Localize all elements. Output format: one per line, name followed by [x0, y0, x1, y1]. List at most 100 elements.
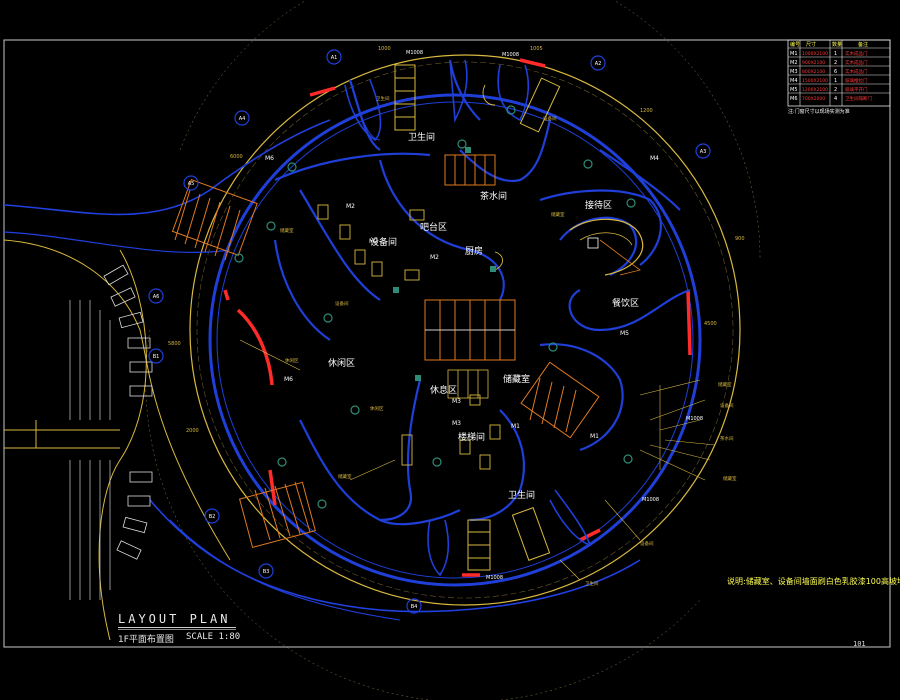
- road-edge: [3, 239, 231, 561]
- svg-text:设备间: 设备间: [543, 115, 557, 122]
- svg-text:M4: M4: [790, 78, 798, 84]
- door-tag: M2: [430, 254, 439, 261]
- svg-text:实木成品门: 实木成品门: [845, 50, 868, 57]
- road-curve: [3, 119, 331, 216]
- svg-text:A2: A2: [595, 61, 602, 67]
- door-tag: M2: [346, 203, 355, 210]
- svg-text:卫生间: 卫生间: [585, 580, 599, 587]
- elevation-tags: M1008 M1008 M1008 M1008 M1008: [406, 50, 703, 581]
- svg-text:6000: 6000: [230, 154, 243, 160]
- svg-text:M2: M2: [790, 60, 798, 66]
- stair-north: [444, 154, 496, 186]
- room-label-stairs: 楼梯间: [458, 431, 485, 443]
- road-curve: [3, 231, 231, 253]
- page-number: 101: [853, 640, 866, 648]
- room-label-equipment: 设备间: [370, 236, 397, 248]
- room-label-tea-room: 茶水间: [480, 190, 507, 202]
- svg-text:M5: M5: [790, 87, 798, 93]
- svg-text:4: 4: [834, 96, 837, 102]
- parking-lines: [69, 300, 111, 600]
- svg-text:2: 2: [834, 60, 837, 66]
- door-schedule-table: 编号 尺寸 数量 备注 M1 1000X2100 1 实木成品门 M2 900X…: [787, 39, 891, 115]
- svg-text:卫生间: 卫生间: [376, 95, 390, 102]
- door-tag: M1: [590, 433, 599, 440]
- svg-text:1500X2100: 1500X2100: [802, 78, 828, 84]
- legend-header: 备注: [858, 41, 868, 48]
- svg-text:休闲区: 休闲区: [370, 405, 384, 412]
- parking-stalls: [103, 264, 153, 560]
- building-outer-wall: [208, 93, 702, 587]
- svg-text:M1008: M1008: [406, 50, 423, 56]
- door-tag: M2: [369, 238, 378, 245]
- svg-text:设备间: 设备间: [335, 300, 349, 307]
- legend-header: 编号: [790, 41, 800, 48]
- door-tag: M4: [650, 155, 659, 162]
- room-label-reception: 接待区: [585, 199, 612, 211]
- stair-central: [424, 299, 516, 361]
- small-columns: [393, 147, 496, 381]
- title-underline: [118, 627, 236, 628]
- door-tags: M2 M2 M2 M5 M1 M1 M3 M3 M6 M6 M4: [265, 155, 659, 440]
- svg-text:休闲区: 休闲区: [285, 357, 299, 364]
- svg-text:800X2100: 800X2100: [802, 69, 825, 75]
- svg-text:2: 2: [834, 87, 837, 93]
- toilet-wing-walls: [344, 59, 530, 142]
- reception-counter-inner: [579, 232, 633, 246]
- svg-text:储藏室: 储藏室: [338, 473, 352, 480]
- axis-tag-labels: A1 A2 A3 A4 A5 A6 B1 B2 B3 B4: [153, 55, 707, 610]
- door-tag: M6: [265, 155, 274, 162]
- room-labels: 厨房 餐饮区 接待区 休闲区 茶水间 储藏室 设备间 卫生间 卫生间 楼梯间 吧…: [328, 131, 639, 501]
- drawing-frame: [3, 39, 891, 648]
- room-label-toilets-top: 卫生间: [408, 131, 435, 143]
- legend-footer: 注:门窗尺寸以现场实测为准: [788, 108, 850, 115]
- room-label-dining: 餐饮区: [612, 297, 639, 309]
- svg-text:2000: 2000: [186, 428, 199, 434]
- svg-text:A3: A3: [700, 149, 707, 155]
- drawing-subtitle: 1F平面布置图: [118, 635, 174, 645]
- legend-header: 数量: [832, 41, 842, 48]
- door-tag: M6: [284, 376, 293, 383]
- svg-text:M1008: M1008: [642, 497, 659, 503]
- svg-text:1000: 1000: [378, 46, 391, 52]
- building-inner-wall: [216, 101, 694, 579]
- toilet-cubicles-bottom: [467, 507, 551, 571]
- stair-south: [447, 369, 489, 399]
- stair-west: [171, 179, 258, 261]
- svg-text:设备间: 设备间: [640, 540, 654, 547]
- room-label-toilets-bottom: 卫生间: [508, 489, 535, 501]
- svg-text:5800: 5800: [168, 341, 181, 347]
- svg-text:储藏室: 储藏室: [723, 475, 737, 482]
- outer-ring: [189, 54, 741, 606]
- columns: [234, 105, 636, 509]
- construction-arc: [145, 329, 701, 700]
- door-tag: M1: [511, 423, 520, 430]
- svg-text:1: 1: [834, 51, 837, 57]
- drawing-title: LAYOUT PLAN: [118, 612, 231, 626]
- reception-desk: [587, 237, 599, 249]
- svg-text:M1008: M1008: [502, 52, 519, 58]
- stair-southwest: [239, 481, 316, 549]
- svg-text:700X2000: 700X2000: [802, 96, 825, 102]
- toilet-wing-walls-bottom: [427, 489, 592, 577]
- svg-text:茶水间: 茶水间: [720, 435, 734, 442]
- svg-text:1: 1: [834, 78, 837, 84]
- leader-lines: [239, 339, 716, 581]
- svg-text:卫生间隔断门: 卫生间隔断门: [845, 95, 872, 102]
- room-label-kitchen: 厨房: [465, 245, 483, 257]
- drawing-note: 说明:储藏室、设备间墙面刷白色乳胶漆100高坡地踢脚线: [727, 577, 900, 586]
- svg-text:储藏室: 储藏室: [280, 227, 294, 234]
- svg-text:A4: A4: [239, 116, 246, 122]
- svg-text:玻璃推拉门: 玻璃推拉门: [845, 77, 868, 84]
- title-underline-2: [118, 629, 236, 630]
- svg-text:M3: M3: [790, 69, 798, 75]
- room-label-storage: 储藏室: [503, 373, 530, 385]
- room-label-lounge: 休闲区: [328, 357, 355, 369]
- road-edge: [98, 249, 147, 641]
- svg-text:A6: A6: [153, 294, 160, 300]
- construction-arc: [179, 0, 761, 261]
- svg-text:B4: B4: [411, 604, 418, 610]
- svg-text:M1: M1: [790, 51, 798, 57]
- svg-text:实木成品门: 实木成品门: [845, 59, 868, 66]
- door-tag: M5: [620, 330, 629, 337]
- door-tag: M3: [452, 398, 461, 405]
